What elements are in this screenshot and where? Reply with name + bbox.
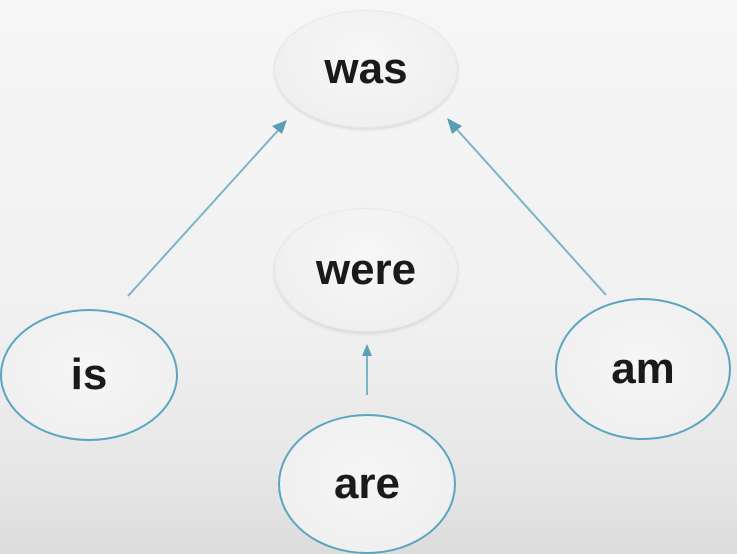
- node-are-label: are: [333, 459, 401, 508]
- node-was-label: was: [324, 44, 408, 93]
- node-were: were: [274, 208, 458, 332]
- node-is-label: is: [70, 350, 108, 399]
- node-am-label: am: [611, 344, 675, 393]
- arrow-am-to-was: [447, 118, 607, 296]
- node-were-label: were: [315, 245, 417, 294]
- arrow-are-to-were: [362, 344, 372, 395]
- node-am: am: [555, 298, 731, 440]
- node-was: was: [274, 10, 458, 128]
- arrow-is-to-was: [127, 120, 287, 297]
- node-are: are: [278, 414, 456, 554]
- node-is: is: [0, 309, 178, 441]
